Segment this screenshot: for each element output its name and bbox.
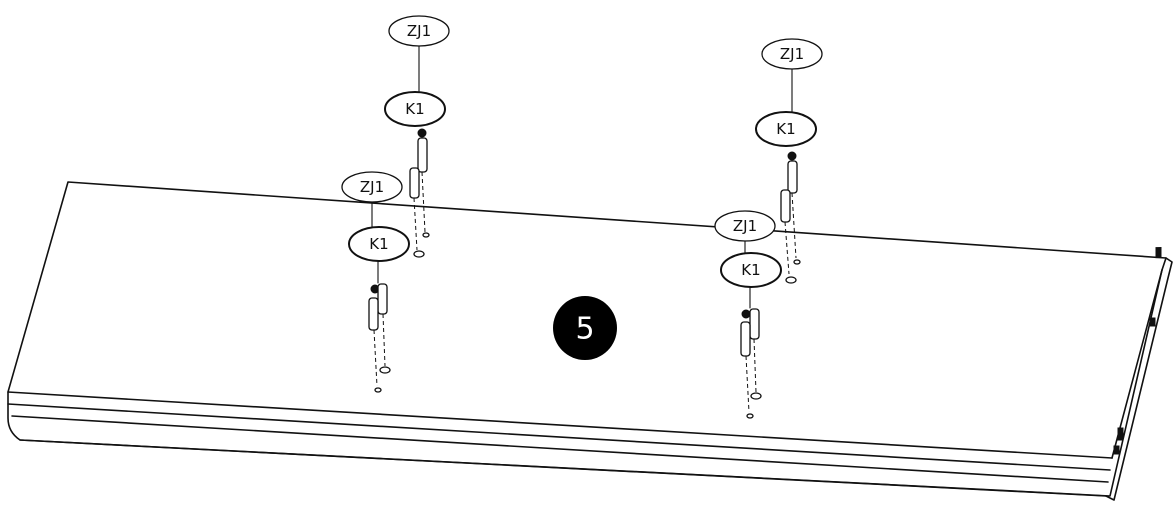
step-badge: 5	[553, 296, 617, 360]
panel-bottom-edge	[19, 439, 1107, 497]
standoff-bottom	[740, 321, 751, 357]
bubble-zj1	[341, 171, 403, 203]
assembly-d: ZJ1 K1	[714, 210, 782, 419]
standoff-bottom	[780, 189, 791, 223]
guide-line-2	[784, 221, 790, 275]
mount-hole-1	[793, 259, 801, 265]
bubble-zj1	[761, 38, 823, 70]
assembly-a: ZJ1 K1	[384, 15, 450, 258]
label-zj1: ZJ1	[733, 217, 757, 235]
screw-head	[787, 151, 797, 161]
mount-hole-2	[413, 250, 425, 258]
mount-hole-1	[379, 366, 391, 374]
mount-hole-2	[374, 387, 382, 393]
label-k1: K1	[369, 235, 388, 253]
bubble-zj1	[714, 210, 776, 242]
bubble-k1	[720, 252, 782, 288]
bubble-k1	[348, 226, 410, 262]
standoff-top	[377, 283, 388, 315]
assembly-c: ZJ1 K1	[341, 171, 410, 393]
screw-head	[417, 128, 427, 138]
mount-hole-2	[746, 413, 754, 419]
standoff-top	[787, 160, 798, 194]
side-connector-1	[1155, 246, 1162, 259]
label-zj1: ZJ1	[780, 45, 804, 63]
side-connector-2	[1149, 317, 1156, 327]
guide-line-1	[753, 338, 757, 393]
screw-head	[741, 309, 751, 319]
label-zj1: ZJ1	[407, 22, 431, 40]
mount-hole-1	[750, 392, 762, 400]
label-k1: K1	[776, 120, 795, 138]
side-connector-4	[1113, 445, 1120, 455]
panel-top-face	[7, 181, 1167, 497]
label-k1: K1	[405, 100, 424, 118]
standoff-top	[749, 308, 760, 340]
panel	[7, 181, 1173, 501]
panel-right-edge-b	[1111, 269, 1163, 459]
panel-front-edge-2	[7, 403, 1111, 471]
bubble-k1	[755, 111, 817, 147]
label-zj1: ZJ1	[360, 178, 384, 196]
guide-line-1	[791, 192, 797, 259]
bubble-k1	[384, 91, 446, 127]
guide-line-1	[382, 313, 386, 367]
assembly-b: ZJ1 K1	[755, 38, 823, 284]
panel-front-edge-1	[7, 391, 1113, 459]
bubble-zj1	[388, 15, 450, 47]
standoff-bottom	[368, 297, 379, 331]
panel-front-edge-3	[11, 415, 1109, 483]
standoff-top	[417, 137, 428, 173]
step-badge-circle	[553, 296, 617, 360]
mount-hole-2	[785, 276, 797, 284]
guide-line-2	[373, 329, 378, 387]
standoff-bottom	[409, 167, 420, 199]
mount-hole-1	[422, 232, 430, 238]
panel-right-edge-a	[1105, 257, 1173, 501]
guide-line-1	[421, 171, 426, 233]
guide-line-2	[413, 197, 418, 251]
guide-line-2	[745, 355, 750, 413]
step-number: 5	[575, 312, 594, 347]
side-connector-3	[1117, 427, 1124, 441]
label-k1: K1	[741, 261, 760, 279]
